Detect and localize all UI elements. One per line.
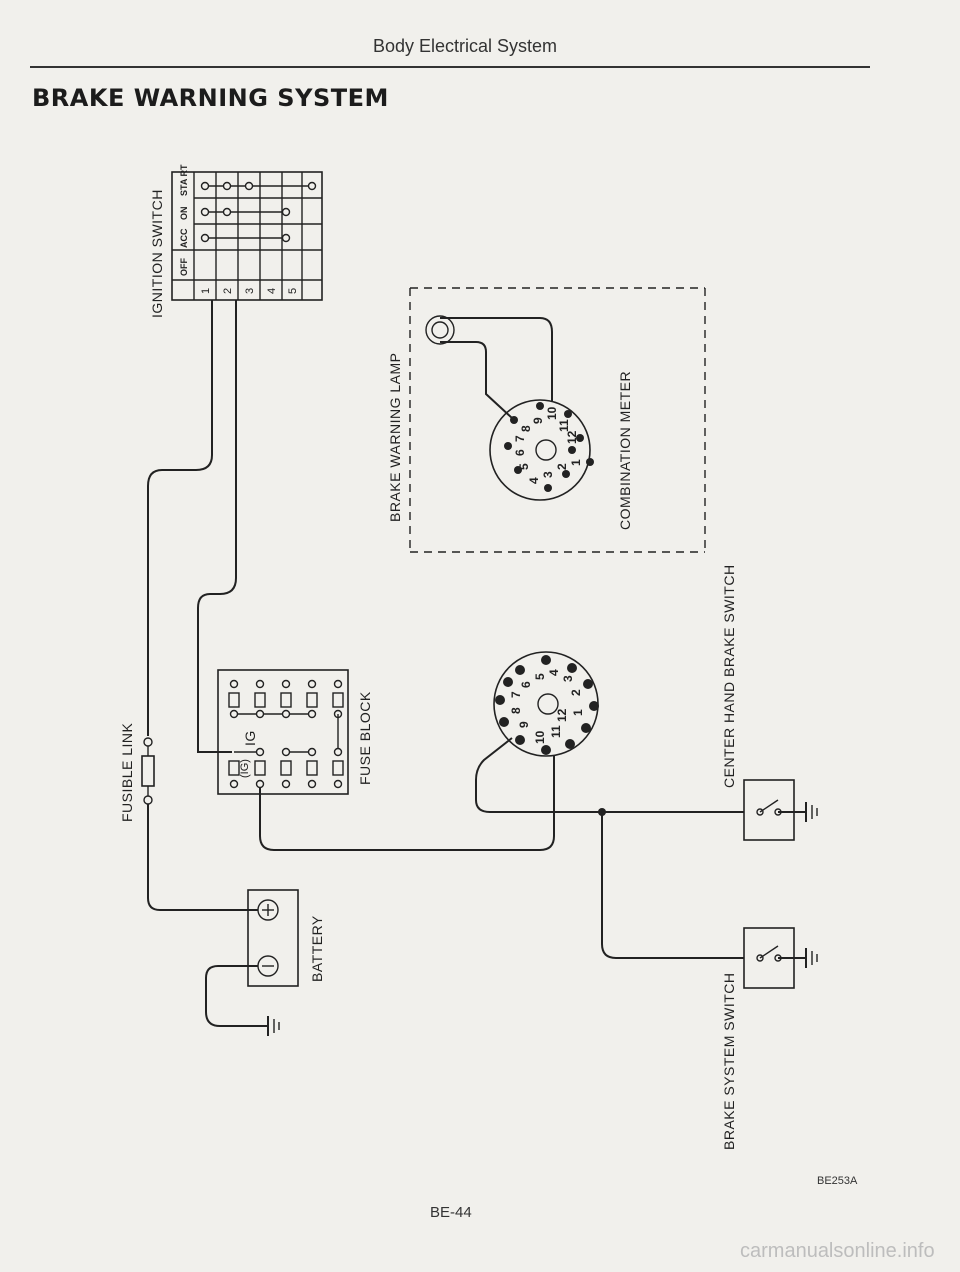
ign-pos-off: OFF — [179, 258, 189, 276]
ign-terminal-3: 3 — [244, 288, 256, 294]
ign-terminal-2: 2 — [222, 288, 234, 294]
meter-pin-4: 4 — [527, 477, 541, 484]
meter-pin-2: 2 — [555, 463, 569, 470]
wire-ign-to-fusible-link — [147, 300, 213, 736]
wire-battery-positive — [147, 804, 258, 911]
label-combination-meter: COMBINATION METER — [617, 371, 633, 530]
meter-pin-9: 9 — [531, 417, 545, 424]
ign-terminal-1: 1 — [200, 288, 212, 294]
fuse-ig-label: IG — [242, 730, 258, 746]
harness-pin-8: 8 — [509, 707, 523, 714]
harness-pin-4: 4 — [547, 669, 561, 676]
meter-pin-10: 10 — [545, 406, 559, 420]
combination-meter: 1 2 3 4 5 6 7 8 9 10 11 12 — [409, 287, 706, 553]
ign-pos-acc: ACC — [179, 228, 189, 248]
wire-battery-negative — [205, 965, 268, 1027]
meter-pin-7: 7 — [513, 435, 527, 442]
meter-pin-5: 5 — [517, 463, 531, 470]
label-fusible-link: FUSIBLE LINK — [119, 722, 135, 822]
wire-fuse-to-connector — [259, 756, 555, 851]
fuse-bottom-row — [228, 714, 344, 789]
label-fuse-block: FUSE BLOCK — [357, 691, 373, 785]
meter-pin-12: 12 — [565, 430, 579, 444]
ign-pos-on: ON — [179, 207, 189, 221]
meter-pin-1: 1 — [569, 459, 583, 466]
wire-to-brake-system-switch — [601, 812, 744, 959]
fuse-block: IG (IG) — [217, 669, 349, 795]
ign-terminal-5: 5 — [287, 288, 299, 294]
meter-pin-8: 8 — [519, 425, 533, 432]
watermark: carmanualsonline.info — [740, 1240, 935, 1262]
harness-pin-6: 6 — [519, 681, 533, 688]
battery — [247, 889, 299, 987]
harness-pin-9: 9 — [517, 721, 531, 728]
label-center-hand-brake-switch: CENTER HAND BRAKE SWITCH — [721, 564, 737, 788]
brake-system-switch — [743, 927, 818, 989]
harness-pin-1: 1 — [571, 709, 585, 716]
fuse-ig-paren-label: (IG) — [239, 759, 251, 778]
harness-pin-3: 3 — [561, 675, 575, 682]
page-header: Body Electrical System — [372, 36, 558, 56]
harness-connector: 1 2 3 4 5 6 7 8 9 10 11 12 — [493, 651, 599, 757]
meter-pin-6: 6 — [513, 449, 527, 456]
ignition-switch: OFF ACC ON STA RT 1 2 3 4 5 — [171, 164, 323, 301]
fuse-top-row — [228, 679, 344, 719]
label-battery: BATTERY — [309, 915, 325, 982]
battery-ground-icon — [267, 1016, 280, 1036]
wire-connector-to-switches — [475, 737, 744, 813]
meter-pin-11: 11 — [557, 419, 571, 432]
harness-pin-12: 12 — [555, 708, 569, 722]
brake-warning-lamp — [425, 315, 455, 345]
harness-pin-11: 11 — [549, 725, 563, 738]
meter-pin-3: 3 — [541, 471, 555, 478]
harness-pin-5: 5 — [533, 673, 547, 680]
harness-pin-10: 10 — [533, 730, 547, 744]
fusible-link — [141, 737, 155, 805]
harness-pin-2: 2 — [569, 689, 583, 696]
header-rule — [30, 66, 870, 68]
ign-pos-start: STA RT — [179, 164, 189, 196]
label-ignition-switch: IGNITION SWITCH — [149, 189, 165, 318]
ign-terminal-4: 4 — [266, 288, 278, 294]
harness-pin-7: 7 — [509, 691, 523, 698]
figure-code: BE253A — [817, 1175, 858, 1187]
center-hand-brake-switch — [743, 779, 818, 841]
wire-ign-to-fuse — [197, 300, 237, 753]
label-brake-warning-lamp: BRAKE WARNING LAMP — [387, 352, 403, 522]
meter-connector: 1 2 3 4 5 6 7 8 9 10 11 12 — [489, 399, 594, 501]
label-brake-system-switch: BRAKE SYSTEM SWITCH — [721, 972, 737, 1150]
page-number: BE-44 — [430, 1204, 472, 1221]
section-title: BRAKE WARNING SYSTEM — [32, 84, 389, 112]
